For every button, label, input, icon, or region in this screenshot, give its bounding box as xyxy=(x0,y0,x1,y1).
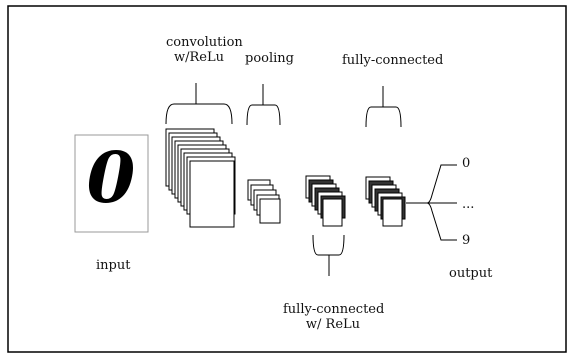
input-image-frame xyxy=(74,134,149,233)
convolution-label: convolution w/ReLu xyxy=(166,35,243,65)
input-digit: 0 xyxy=(87,136,136,219)
fc-top-bracket xyxy=(365,86,402,128)
pooling-layer-stack xyxy=(247,179,281,224)
output-class-0: 0 xyxy=(462,156,471,171)
output-connector xyxy=(406,164,457,241)
fc-relu-label-line-1: fully-connected xyxy=(283,302,385,317)
output-class-ellipsis: ... xyxy=(462,197,475,212)
convolution-bracket xyxy=(165,83,233,125)
output-label: output xyxy=(449,266,493,281)
convolution-layer-stack xyxy=(165,128,236,228)
fc-relu-layer-stack xyxy=(305,175,346,227)
fc-relu-label-line-2: w/ ReLu xyxy=(305,317,361,332)
pooling-label: pooling xyxy=(245,51,294,66)
pooling-bracket xyxy=(246,84,281,126)
diagram-frame xyxy=(7,5,567,353)
convolution-label-line-1: convolution xyxy=(166,35,243,50)
fc-top-label: fully-connected xyxy=(342,53,444,68)
fc-layer-stack xyxy=(365,176,406,227)
input-image: 0 xyxy=(74,134,149,233)
input-label: input xyxy=(96,258,131,273)
fc-relu-bracket xyxy=(312,234,345,276)
fc-relu-label: fully-connected w/ ReLu xyxy=(283,302,385,332)
output-class-9: 9 xyxy=(462,233,471,248)
convolution-label-line-2: w/ReLu xyxy=(174,50,224,65)
